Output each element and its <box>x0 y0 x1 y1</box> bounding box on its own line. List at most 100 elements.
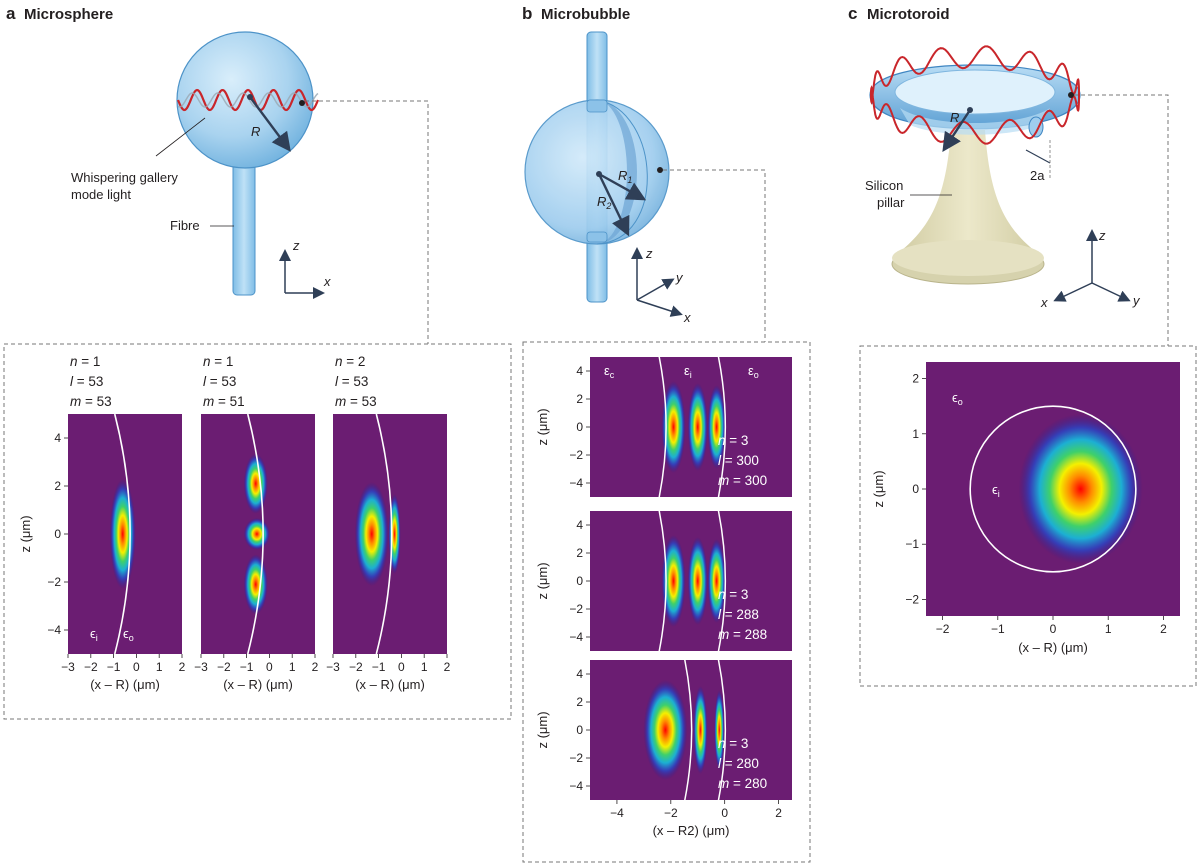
x-tick-label: 1 <box>421 660 428 674</box>
sphere-center-dot <box>247 94 253 100</box>
y-tick-label: 2 <box>576 392 583 406</box>
y-tick-label: 4 <box>54 431 61 445</box>
mode-m-label: m = 53 <box>335 394 377 409</box>
x-axis-arrow <box>636 299 683 317</box>
panel-c-plot-frame <box>859 345 1197 687</box>
x-axis-title: (x – R) (μm) <box>355 677 425 692</box>
radius-r1-label: R1 <box>618 168 632 185</box>
mode-l-label-variable: l <box>718 756 722 771</box>
x-tick-label: −3 <box>326 660 340 674</box>
mode-n-label-value: = 1 <box>211 354 234 369</box>
bubble-mode-lobe <box>643 680 688 780</box>
epsilon-outer-label-subscript: o <box>754 370 759 380</box>
panel-a-letter: a <box>6 4 16 23</box>
mode-n-label: n = 2 <box>335 354 365 369</box>
bubble-boundary <box>717 357 727 497</box>
toroid-radius-label: R <box>950 110 959 125</box>
mode-m-label-variable: m <box>718 473 729 488</box>
mode-m-label: m = 53 <box>70 394 112 409</box>
bubble-boundary <box>684 660 693 800</box>
radius-r2-label: R2 <box>597 194 611 211</box>
toroid-cut-section <box>1028 116 1044 138</box>
mode-n-label-variable: n <box>718 433 726 448</box>
x-axis-label: x <box>323 274 331 289</box>
sphere-mode-lobe <box>243 453 268 514</box>
epsilon-inner-label: ϵi <box>90 626 98 643</box>
epsilon-core-label-subscript: c <box>610 370 615 380</box>
epsilon-inner-label-subscript: i <box>690 370 692 380</box>
bubble-mode-lobe <box>707 539 726 623</box>
mode-m-label: m = 51 <box>203 394 245 409</box>
toroid-boundary <box>969 405 1137 573</box>
y-tick-label: 0 <box>576 420 583 434</box>
toroid-marker-dot <box>1068 92 1074 98</box>
x-tick-label: −2 <box>217 660 231 674</box>
y-tick-label: −2 <box>47 575 61 589</box>
y-tick-label: 2 <box>576 695 583 709</box>
z-axis-label: z <box>1098 228 1106 243</box>
epsilon-outer-label-subscript: o <box>958 397 963 407</box>
radius-arrow <box>249 96 291 152</box>
epsilon-inner-label: εi <box>684 363 692 380</box>
microsphere-illustration: R Whispering gallery mode light Fibre z … <box>71 31 429 344</box>
epsilon-inner-label-symbol: ϵ <box>992 482 998 497</box>
mode-l-label-variable: l <box>718 453 722 468</box>
bubble-boundary <box>717 511 727 651</box>
x-tick-label: −3 <box>61 660 75 674</box>
epsilon-outer-label-subscript: o <box>129 633 134 643</box>
sphere-mode-lobe <box>243 518 270 550</box>
bubble-inner-shell <box>597 100 637 244</box>
sphere-plot-area <box>109 414 136 654</box>
z-axis-label: z <box>645 246 653 261</box>
mode-n-label: n = 3 <box>718 587 748 602</box>
mode-n-label-value: = 3 <box>726 587 749 602</box>
panel-b-name: Microbubble <box>541 6 630 23</box>
panel-b-letter: b <box>522 4 532 23</box>
x-tick-label: −2 <box>349 660 363 674</box>
mode-n-label: n = 3 <box>718 433 748 448</box>
mode-m-label-value: = 51 <box>214 394 244 409</box>
bubble-mode-lobe <box>661 381 686 473</box>
y-axis-title: z (μm) <box>18 515 33 552</box>
panel-b-title: b Microbubble <box>522 4 630 23</box>
y-tick-label: −4 <box>569 476 583 490</box>
toroid-inner-disc <box>894 69 1056 115</box>
y-tick-label: 0 <box>576 574 583 588</box>
radius-r1-arrow <box>598 172 647 201</box>
sphere-boundary <box>113 414 131 654</box>
epsilon-outer-label-symbol: ε <box>748 363 754 378</box>
y-tick-label: −4 <box>569 630 583 644</box>
panel-c-name: Microtoroid <box>867 6 950 23</box>
y-axis-arrow <box>1091 282 1131 302</box>
wgm-label-line1: Whispering gallery <box>71 170 178 185</box>
x-tick-label: 0 <box>398 660 405 674</box>
y-tick-label: −2 <box>569 448 583 462</box>
x-axis-label: x <box>683 310 691 325</box>
x-tick-label: −2 <box>84 660 98 674</box>
epsilon-outer-label: ϵo <box>952 390 963 407</box>
x-axis-arrow <box>1053 282 1093 302</box>
mode-l-label-variable: l <box>70 374 74 389</box>
bubble-boundary <box>717 660 727 800</box>
bubble-mode-lobe <box>687 383 708 471</box>
mode-m-label-variable: m <box>203 394 214 409</box>
x-tick-label: 1 <box>289 660 296 674</box>
bubble-boundary <box>658 357 667 497</box>
sphere-boundary <box>375 414 393 654</box>
mode-n-label-value: = 1 <box>78 354 101 369</box>
mode-l-label: l = 300 <box>718 453 759 468</box>
radius-r2-arrow <box>597 173 630 237</box>
mode-m-label-value: = 53 <box>81 394 111 409</box>
panel-c-letter: c <box>848 4 857 23</box>
bubble-mode-lobe <box>693 686 708 774</box>
epsilon-core-label-symbol: ε <box>604 363 610 378</box>
y-axis-title: z (μm) <box>871 470 886 507</box>
epsilon-inner-label-symbol: ϵ <box>90 626 96 641</box>
mode-n-label-variable: n <box>335 354 343 369</box>
bubble-center-dot <box>596 171 602 177</box>
mode-m-label-value: = 300 <box>729 473 767 488</box>
panel-b-plot-frame <box>522 341 811 863</box>
x-tick-label: 0 <box>266 660 273 674</box>
pillar-label-line2: pillar <box>877 195 905 210</box>
